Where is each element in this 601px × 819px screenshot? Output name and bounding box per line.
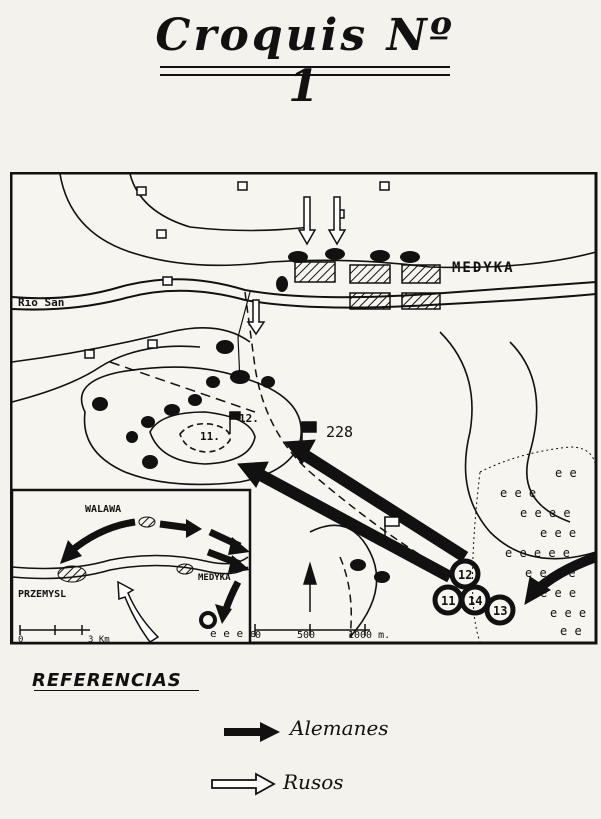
label-unit-12: 12 <box>458 568 472 582</box>
page-title: Croquis Nº 1 <box>155 10 455 112</box>
main-scale-start: 0 <box>255 630 261 641</box>
svg-text:e e e e: e e e e <box>210 627 256 640</box>
label-unit-228: 228 <box>326 423 353 441</box>
label-unit-12-small: 12. <box>239 412 259 425</box>
label-walawa: WALAWA <box>85 504 121 515</box>
svg-text:e e: e e <box>560 624 582 638</box>
medyka-village-blocks <box>294 261 441 310</box>
wooded-area: e e e e e e e e e e e e e e e e e e e e … <box>472 446 597 643</box>
label-unit-13: 13 <box>493 604 507 618</box>
svg-text:e e e e e: e e e e e <box>505 546 570 560</box>
legend-rusos: Rusos <box>283 770 344 794</box>
svg-text:e e e: e e e <box>500 486 536 500</box>
russian-attack-arrows <box>246 196 347 336</box>
svg-text:e e e: e e e <box>540 526 576 540</box>
label-przemysl: PRZEMYSL <box>18 589 66 600</box>
solid-arrow-icon <box>224 722 280 742</box>
inset-scale-end: 3 Km <box>88 635 110 645</box>
references-underline <box>34 690 199 691</box>
label-medyka-town: MEDYKA <box>452 260 515 276</box>
svg-text:e e e: e e e <box>550 606 586 620</box>
inset-overview-map: e e e e <box>10 488 256 645</box>
title-underline <box>160 66 450 76</box>
label-rio-san: Rio San <box>18 296 64 309</box>
main-scale-bar <box>254 624 370 636</box>
inset-scale-start: 0 <box>18 635 23 645</box>
german-attack-arrows <box>237 439 598 605</box>
label-unit-11: 11 <box>441 594 455 608</box>
main-scale-mid: 500 <box>297 630 315 641</box>
legend-alemanes: Alemanes <box>290 716 389 740</box>
north-arrow-icon <box>302 561 318 612</box>
svg-text:e e e e: e e e e <box>520 506 571 520</box>
label-unit-14: 14 <box>468 594 482 608</box>
main-scale-end: 1000 m. <box>348 630 390 641</box>
battle-map: e e e e e e e e e e e e e e e e e e e e … <box>10 172 598 645</box>
russian-positions <box>92 248 420 583</box>
label-unit-11-small: 11. <box>200 430 220 443</box>
german-division-markers <box>432 558 516 626</box>
label-medyka-inset: MEDYKA <box>198 573 231 583</box>
unit-flag-markers <box>229 411 400 542</box>
svg-text:e e: e e <box>555 466 577 480</box>
references-title: REFERENCIAS <box>32 670 182 691</box>
road-network <box>109 291 441 638</box>
hollow-arrow-icon <box>211 772 276 796</box>
